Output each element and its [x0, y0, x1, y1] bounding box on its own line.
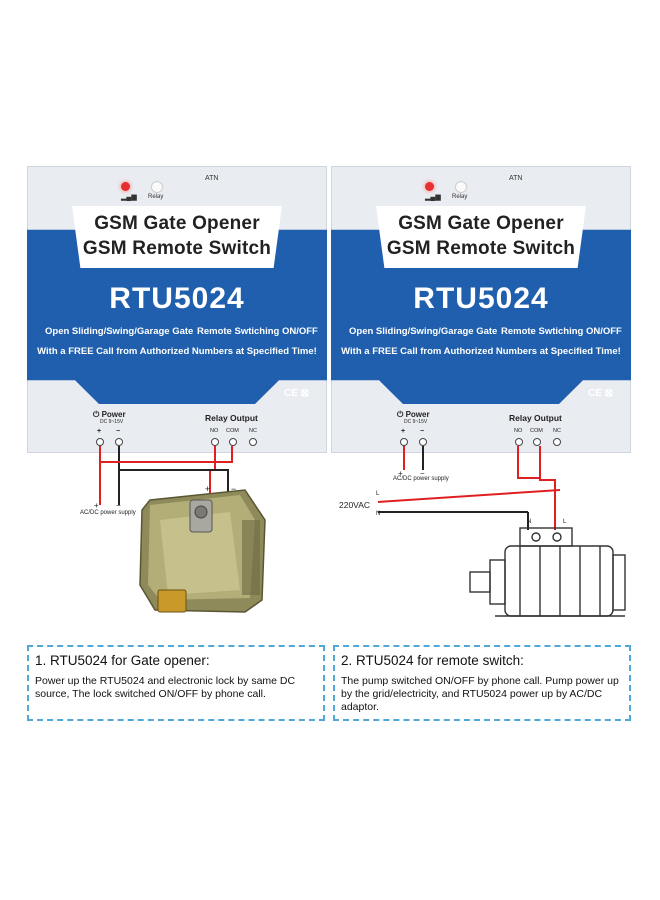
line-n-label: N	[376, 511, 381, 517]
motor-n-label: N	[527, 519, 532, 525]
device-model: RTU5024	[109, 282, 245, 315]
terminal-no-label: NO	[210, 428, 219, 434]
com-screw-icon	[229, 438, 237, 446]
supply-minus-label: −	[116, 501, 121, 510]
power-minus-screw-icon	[419, 438, 427, 446]
plus-terminal-label: +	[401, 428, 406, 435]
right-device-panel: ▂▄▆ Relay ATN GSM Gate Opener GSM Remote…	[331, 166, 631, 453]
ce-mark-icon: CE ⊠	[284, 388, 310, 399]
signal-icon: ▂▄▆	[425, 194, 441, 201]
terminal-com-label: COM	[226, 428, 239, 434]
relay-label: Relay	[452, 194, 468, 200]
supply-plus-label: +	[94, 501, 99, 510]
slogan-line2: With a FREE Call from Authorized Numbers…	[341, 346, 621, 357]
caption-title: 1. RTU5024 for Gate opener:	[35, 653, 210, 668]
minus-terminal-label: −	[116, 428, 121, 435]
slogan-left: Open Sliding/Swing/Garage Gate	[349, 326, 498, 337]
terminal-nc-label: NC	[249, 428, 257, 434]
lock-minus-label: −	[231, 484, 236, 494]
left-plus-to-com-wire	[100, 446, 233, 463]
power-sub-label: DC 9~15V	[100, 419, 124, 425]
power-label-text: Power	[405, 410, 430, 419]
slogan-left: Open Sliding/Swing/Garage Gate	[45, 326, 194, 337]
vac-label: 220VAC	[339, 500, 371, 510]
title-box	[72, 206, 282, 268]
terminal-no-label: NO	[514, 428, 523, 434]
status-led-icon	[121, 182, 130, 191]
line-l-label: L	[376, 491, 380, 497]
title-box	[376, 206, 586, 268]
left-supply-label: AC/DC power supply	[80, 510, 136, 516]
minus-terminal-label: −	[420, 428, 425, 435]
left-device-panel: ▂▄▆ Relay ATN GSM Gate Opener GSM Remote…	[27, 166, 327, 453]
right-relay-loop-wire	[517, 446, 541, 479]
right-line-l-wire	[377, 489, 561, 503]
caption-remote-switch: 2. RTU5024 for remote switch: The pump s…	[333, 645, 631, 721]
device-title-line1: GSM Gate Opener	[94, 213, 260, 234]
com-screw-icon	[533, 438, 541, 446]
nc-screw-icon	[553, 438, 561, 446]
relay-output-label: Relay Output	[205, 413, 258, 423]
right-com-to-motor-wire	[539, 465, 556, 530]
slogan-right: Remote Swtiching ON/OFF	[501, 326, 622, 337]
signal-icon: ▂▄▆	[121, 194, 137, 201]
right-supply-label: AC/DC power supply	[393, 476, 449, 482]
relay-led-icon	[455, 181, 467, 193]
left-minus-to-lock-wire	[119, 469, 229, 500]
caption-gate-opener: 1. RTU5024 for Gate opener: Power up the…	[27, 645, 325, 721]
power-label: ⏻ Power	[397, 410, 430, 419]
wiring-diagram: + − + − + −	[94, 446, 626, 617]
caption-body: The pump switched ON/OFF by phone call. …	[341, 675, 619, 713]
electronic-lock-icon	[139, 489, 266, 613]
power-plus-screw-icon	[96, 438, 104, 446]
terminal-com-label: COM	[530, 428, 543, 434]
caption-title: 2. RTU5024 for remote switch:	[341, 653, 524, 668]
power-label: ⏻ Power	[93, 410, 126, 419]
atn-label: ATN	[509, 175, 523, 182]
plus-terminal-label: +	[97, 428, 102, 435]
motor-l-label: L	[563, 519, 567, 525]
terminal-nc-label: NC	[553, 428, 561, 434]
nc-screw-icon	[249, 438, 257, 446]
relay-led-icon	[151, 181, 163, 193]
lock-plus-label: +	[205, 484, 210, 494]
device-title-line2: GSM Remote Switch	[82, 238, 272, 259]
status-led-icon	[425, 182, 434, 191]
slogan-line2: With a FREE Call from Authorized Numbers…	[37, 346, 317, 357]
power-label-text: Power	[101, 410, 126, 419]
relay-label: Relay	[148, 194, 164, 200]
no-screw-icon	[515, 438, 523, 446]
right-supply-plus-label: +	[398, 469, 403, 478]
right-supply-minus-label: −	[420, 469, 425, 478]
device-title-line2: GSM Remote Switch	[386, 238, 576, 259]
relay-output-label: Relay Output	[509, 413, 562, 423]
slogan-right: Remote Swtiching ON/OFF	[197, 326, 318, 337]
ce-mark-icon: CE ⊠	[588, 388, 614, 399]
device-model: RTU5024	[413, 282, 549, 315]
caption-body: Power up the RTU5024 and electronic lock…	[35, 675, 296, 700]
no-screw-icon	[211, 438, 219, 446]
device-title-line1: GSM Gate Opener	[398, 213, 564, 234]
power-minus-screw-icon	[115, 438, 123, 446]
motor-pump-icon	[469, 527, 626, 617]
power-plus-screw-icon	[400, 438, 408, 446]
left-no-to-lock-wire	[209, 446, 216, 500]
power-sub-label: DC 9~15V	[404, 419, 428, 425]
atn-label: ATN	[205, 175, 219, 182]
